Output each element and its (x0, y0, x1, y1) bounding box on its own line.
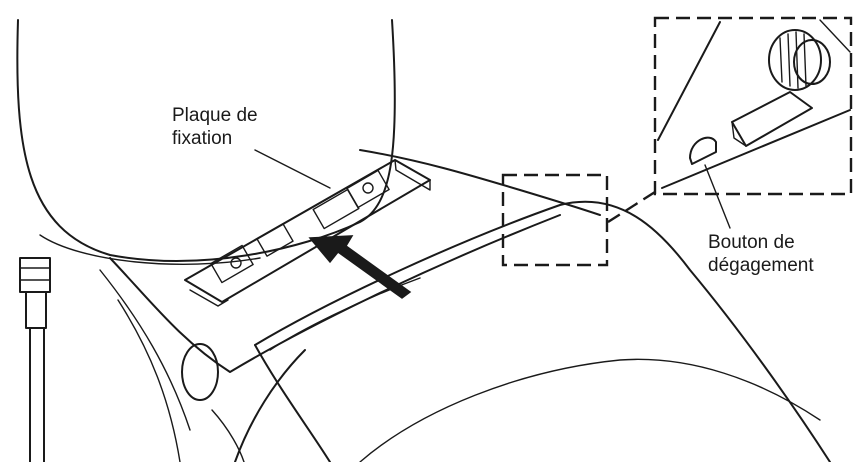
release-leader-line (704, 164, 731, 229)
detail-connector (607, 190, 656, 224)
seat-structure (99, 149, 601, 462)
detail-zoom-content (657, 19, 851, 189)
insertion-arrow (308, 235, 412, 299)
release-button-label: Bouton de dégagement (708, 232, 814, 276)
detail-source-box (501, 173, 609, 267)
fixation-plate-label: Plaque de fixation (172, 105, 258, 149)
seat-cushion (234, 200, 831, 462)
detail-zoom-box (653, 16, 853, 196)
plate-leader-line (254, 149, 331, 189)
headrest-post (19, 257, 51, 462)
fixation-plate (184, 159, 431, 307)
